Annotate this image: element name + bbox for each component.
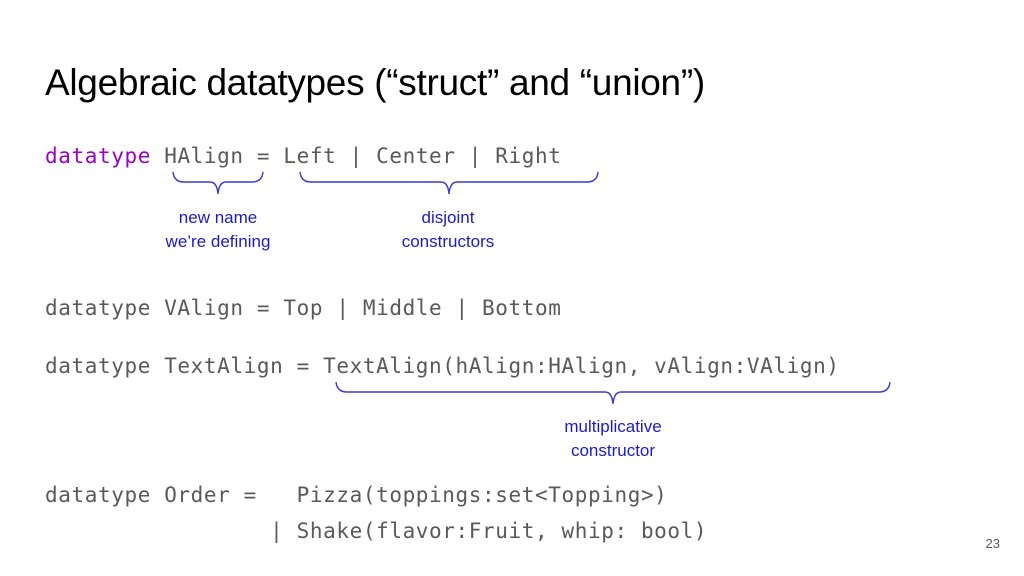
- keyword-datatype: datatype: [45, 144, 151, 168]
- slide-title: Algebraic datatypes (“struct” and “union…: [45, 62, 705, 103]
- annotation-disjoint: disjoint constructors: [378, 206, 518, 254]
- annotation-new-name-line1: new name: [178, 208, 258, 227]
- annotation-multiplicative: multiplicative constructor: [538, 415, 688, 463]
- brace-multiplicative-icon: [335, 381, 891, 405]
- annotation-new-name-line2: we’re defining: [165, 232, 271, 251]
- annotation-multiplicative-line1: multiplicative: [564, 417, 662, 436]
- annotation-disjoint-line2: constructors: [401, 232, 495, 251]
- code-textalign: datatype TextAlign = TextAlign(hAlign:HA…: [45, 354, 840, 378]
- annotation-multiplicative-line2: constructor: [570, 441, 656, 460]
- page-number: 23: [985, 536, 1000, 551]
- brace-disjoint-icon: [299, 171, 599, 195]
- annotation-disjoint-line1: disjoint: [421, 208, 475, 227]
- annotation-new-name: new name we’re defining: [150, 206, 286, 254]
- code-halign: datatype HAlign = Left | Center | Right: [45, 144, 562, 168]
- code-order-line2: | Shake(flavor:Fruit, whip: bool): [45, 519, 708, 543]
- code-valign: datatype VAlign = Top | Middle | Bottom: [45, 296, 562, 320]
- code-halign-rest: HAlign = Left | Center | Right: [150, 144, 562, 168]
- code-order-line1: datatype Order = Pizza(toppings:set<Topp…: [45, 483, 668, 507]
- brace-new-name-icon: [172, 171, 264, 195]
